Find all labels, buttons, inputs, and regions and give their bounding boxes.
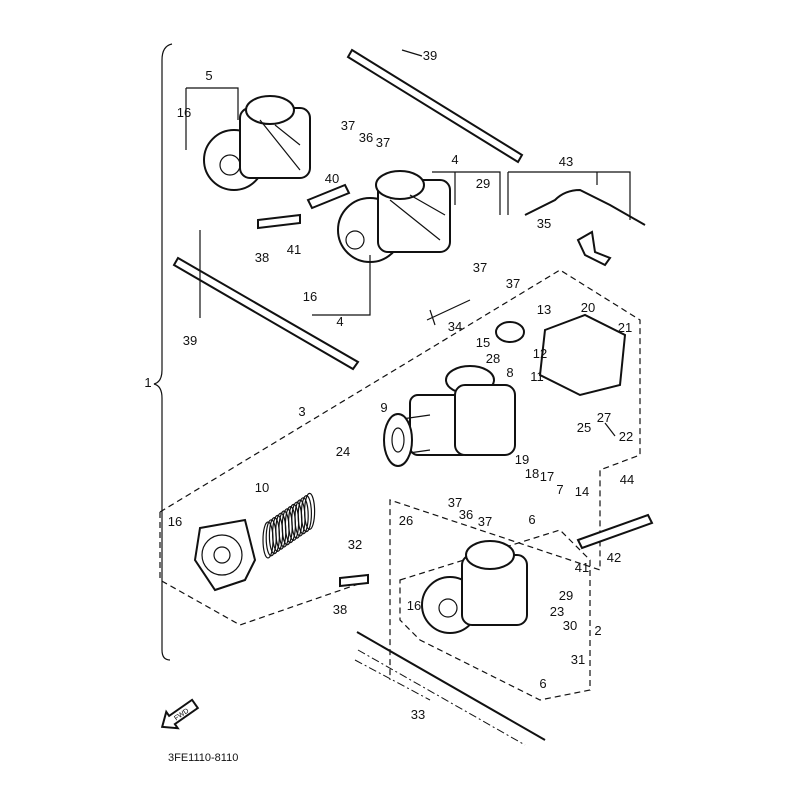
part-label: 27 [597, 410, 611, 425]
part-label: 40 [325, 171, 339, 186]
part-label: 31 [571, 652, 585, 667]
part-label: 21 [618, 320, 632, 335]
part-label: 16 [177, 105, 191, 120]
part-label: 13 [537, 302, 551, 317]
part-label: 23 [550, 604, 564, 619]
diaphragm-9 [383, 413, 413, 467]
part-label: 41 [287, 242, 301, 257]
part-label: 8 [506, 365, 513, 380]
carburetor-bottom [421, 540, 528, 634]
part-label: 37 [376, 135, 390, 150]
part-label: 2 [594, 623, 601, 638]
part-label: 9 [380, 400, 387, 415]
part-15 [495, 321, 525, 343]
part-label: 24 [336, 444, 350, 459]
spring-coil [304, 492, 316, 530]
part-label: 44 [620, 472, 634, 487]
part-label: 42 [607, 550, 621, 565]
part-label: 41 [575, 560, 589, 575]
part-label: 35 [537, 216, 551, 231]
part-label: 36 [359, 130, 373, 145]
part-label: 16 [407, 598, 421, 613]
assembly-3-outline [159, 269, 641, 680]
lower-bar [172, 256, 360, 371]
part-label: 37 [506, 276, 520, 291]
part-label: 32 [348, 537, 362, 552]
part-label: 36 [459, 507, 473, 522]
part-label: 37 [341, 118, 355, 133]
part-label: 20 [581, 300, 595, 315]
part-label: 16 [303, 289, 317, 304]
carburetor-top-right [337, 170, 451, 263]
part-label: 39 [183, 333, 197, 348]
part-label: 4 [336, 314, 343, 329]
carburetor-top-left [203, 95, 311, 191]
part-label: 29 [559, 588, 573, 603]
part-label: 12 [533, 346, 547, 361]
part-label: 4 [451, 152, 458, 167]
spring-10 [262, 492, 316, 559]
part-label: 38 [255, 250, 269, 265]
part-label: 17 [540, 469, 554, 484]
part-label: 37 [478, 514, 492, 529]
pipe-38b [339, 573, 369, 588]
leader-lines [185, 49, 631, 437]
part-label: 33 [411, 707, 425, 722]
part-label: 34 [448, 319, 462, 334]
part-label: 25 [577, 420, 591, 435]
part-label: 37 [448, 495, 462, 510]
assembly-2-outline [399, 529, 591, 701]
spring-coil [297, 497, 309, 535]
part-label: 19 [515, 452, 529, 467]
part-label: 6 [528, 512, 535, 527]
part-label: 5 [205, 68, 212, 83]
part-label: 3 [298, 404, 305, 419]
part-label: 38 [333, 602, 347, 617]
part-label: 6 [539, 676, 546, 691]
part-label: 7 [556, 482, 563, 497]
carburetor-main [383, 365, 516, 467]
drawing-code: 3FE1110-8110 [168, 752, 238, 764]
throttle-shaft [356, 631, 546, 741]
part-label: 37 [473, 260, 487, 275]
diaphragm-cover [193, 518, 257, 592]
part-label: 26 [399, 513, 413, 528]
part-label: 22 [619, 429, 633, 444]
part-label: 1 [144, 375, 151, 390]
part-label: 39 [423, 48, 437, 63]
assembly-brace [153, 43, 173, 661]
float-chamber-cover [538, 313, 627, 397]
pipe-40 [306, 183, 351, 210]
part-label: 11 [530, 369, 544, 384]
part-label: 28 [486, 351, 500, 366]
part-label: 30 [563, 618, 577, 633]
part-label: 16 [168, 514, 182, 529]
part-label: 15 [476, 335, 490, 350]
part-label: 10 [255, 480, 269, 495]
pipe-42 [576, 513, 654, 550]
part-label: 14 [575, 484, 589, 499]
bracket [576, 230, 612, 267]
front-arrow-icon: FWD [160, 698, 200, 730]
part-label: 18 [525, 466, 539, 481]
pipe-38 [257, 213, 301, 230]
spring-coil [300, 494, 312, 533]
upper-bar [346, 48, 524, 164]
part-label: 29 [476, 176, 490, 191]
part-label: 43 [559, 154, 573, 169]
throttle-linkage [524, 188, 646, 226]
